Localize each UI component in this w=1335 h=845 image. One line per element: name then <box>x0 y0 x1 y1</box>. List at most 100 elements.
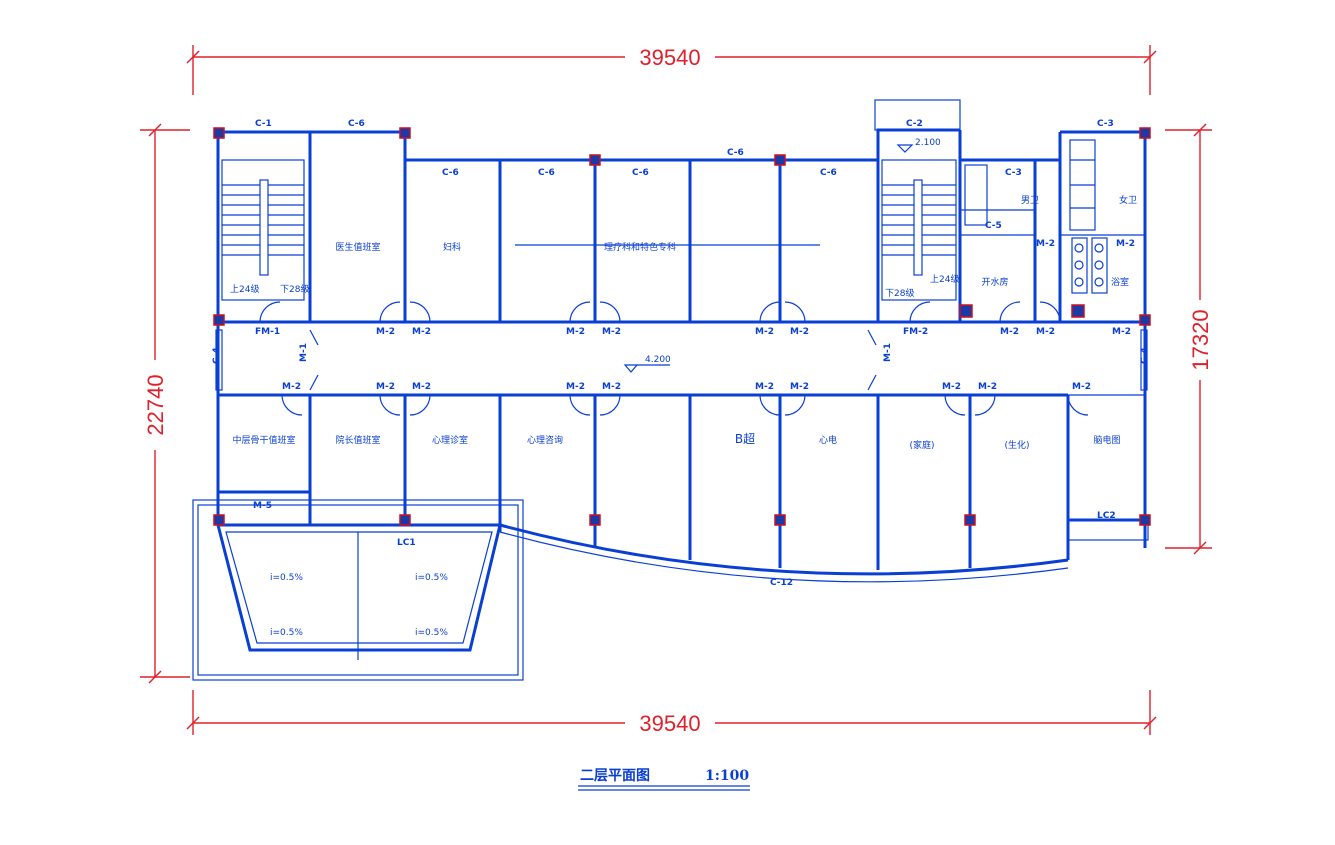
column <box>399 514 411 526</box>
door-tag: M-2 <box>978 382 997 392</box>
room-label: (家庭) <box>909 439 934 451</box>
bottom-dimension-label: 39540 <box>639 711 700 736</box>
slope-label-3: i=0.5% <box>270 628 303 638</box>
door-tag: M-2 <box>412 382 431 392</box>
door-tag: M-2 <box>1036 239 1055 249</box>
door-tag: M-2 <box>755 382 774 392</box>
window-tag: C-6 <box>632 168 649 178</box>
window-tag: C-4 <box>212 347 222 364</box>
room-label: 心理诊室 <box>432 434 468 446</box>
right-dimension: 17320 <box>1165 123 1213 555</box>
room-label: 浴室 <box>1111 276 1129 288</box>
door-tag: M-2 <box>1116 239 1135 249</box>
column <box>589 514 601 526</box>
window-tag: C-6 <box>538 168 555 178</box>
corridor-elevation: 4.200 <box>645 355 671 365</box>
door-tag: FM-2 <box>903 327 928 337</box>
window-tag: C-6 <box>820 168 837 178</box>
drawing-title-name: 二层平面图 <box>580 768 650 784</box>
door-tag: FM-1 <box>255 327 280 337</box>
left-stair-up-label: 上24级 <box>230 283 259 295</box>
slope-label-1: i=0.5% <box>270 573 303 583</box>
room-labels: 医生值班室 妇科 理疗科和特色专科 开水房 男卫 女卫 浴室 中层骨干值班室 院… <box>232 194 1137 451</box>
right-stair-down-label: 下28级 <box>885 287 914 299</box>
left-stair: 上24级 下28级 <box>221 159 309 301</box>
column <box>213 514 225 526</box>
terrace: i=0.5% i=0.5% i=0.5% i=0.5% <box>192 499 524 681</box>
door-tag: M-2 <box>1000 327 1019 337</box>
door-tag: M-2 <box>790 327 809 337</box>
right-stair-up-label: 上24级 <box>930 273 959 285</box>
door-tag: M-5 <box>253 501 272 511</box>
window-tag: C-6 <box>442 168 459 178</box>
door-tag: M-2 <box>1072 382 1091 392</box>
slope-label-4: i=0.5% <box>415 628 448 638</box>
room-label: 医生值班室 <box>335 241 380 253</box>
room-label: 妇科 <box>443 241 461 253</box>
room-label: 开水房 <box>981 276 1008 288</box>
door-tag: M-2 <box>566 382 585 392</box>
door-tag: M-2 <box>942 382 961 392</box>
slope-label-2: i=0.5% <box>415 573 448 583</box>
south-rooms <box>218 395 972 570</box>
window-tag: C-1 <box>255 119 272 129</box>
room-label: 院长值班室 <box>335 434 380 446</box>
door-tag: M-2 <box>790 382 809 392</box>
window-tag: LC1 <box>397 538 416 548</box>
top-dimension: 39540 <box>186 45 1157 95</box>
window-tag: C-5 <box>985 221 1002 231</box>
room-label: 心电 <box>819 434 837 446</box>
window-tag: C-4 <box>1140 347 1150 364</box>
column <box>213 314 225 326</box>
column <box>774 514 786 526</box>
right-stair: 下28级 上24级 2.100 <box>881 138 959 301</box>
room-label: B超 <box>735 431 755 446</box>
window-tag: LC2 <box>1097 511 1116 521</box>
column <box>1071 304 1085 318</box>
column <box>774 154 786 166</box>
left-stair-down-label: 下28级 <box>280 283 309 295</box>
room-label: 理疗科和特色专科 <box>604 241 676 253</box>
room-label: 脑电图 <box>1093 434 1120 446</box>
drawing-title-scale: 1:100 <box>705 768 749 784</box>
left-dimension: 22740 <box>140 123 190 684</box>
door-swings <box>259 301 1089 416</box>
corridor: 4.200 <box>215 329 1148 397</box>
exterior-walls <box>216 99 1149 583</box>
window-tag: C-2 <box>906 119 923 129</box>
column <box>213 127 225 139</box>
door-tag: M-2 <box>282 382 301 392</box>
door-tag: M-2 <box>412 327 431 337</box>
room-label: 男卫 <box>1021 195 1039 206</box>
columns <box>213 127 1151 526</box>
column <box>1139 127 1151 139</box>
window-tag: C-12 <box>770 578 793 588</box>
room-label: 心理咨询 <box>527 434 563 446</box>
right-dimension-label: 17320 <box>1188 309 1213 370</box>
left-dimension-label: 22740 <box>143 374 168 435</box>
column <box>1139 314 1151 326</box>
room-label: (生化) <box>1004 439 1029 451</box>
room-label: 中层骨干值班室 <box>232 434 295 446</box>
window-tag: C-6 <box>348 119 365 129</box>
door-tag: M-2 <box>1112 327 1131 337</box>
window-tag: C-6 <box>727 148 744 158</box>
door-tag: M-2 <box>755 327 774 337</box>
door-tag: M-1 <box>883 343 893 362</box>
column <box>959 304 973 318</box>
door-tag: M-2 <box>602 327 621 337</box>
column <box>589 154 601 166</box>
column <box>399 127 411 139</box>
door-tag: M-2 <box>1036 327 1055 337</box>
window-tag: C-3 <box>1005 168 1022 178</box>
stair-landing-elevation: 2.100 <box>915 138 941 148</box>
drawing-title: 二层平面图 1:100 <box>578 768 750 791</box>
window-tags: C-1 C-6 C-6 C-6 C-6 C-6 C-6 C-2 C-3 C-3 … <box>212 119 1150 588</box>
door-tags: FM-1 FM-2 M-2 M-2 M-2 M-2 M-2 M-2 M-2 M-… <box>253 239 1135 511</box>
door-tag: M-2 <box>566 327 585 337</box>
north-rooms <box>218 132 1145 324</box>
room-label: 女卫 <box>1119 194 1137 206</box>
column <box>964 514 976 526</box>
window-tag: C-3 <box>1097 119 1114 129</box>
